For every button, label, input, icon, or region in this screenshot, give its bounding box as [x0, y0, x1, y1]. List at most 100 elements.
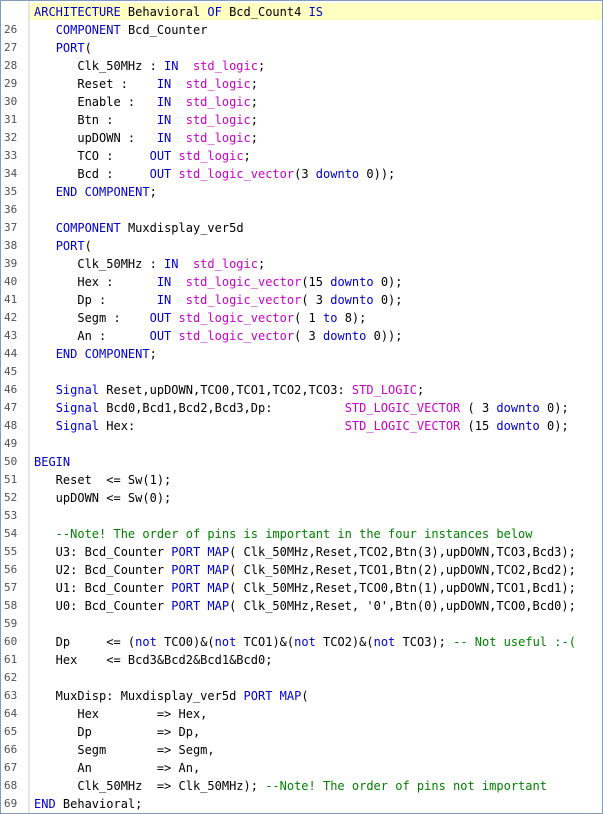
- code-text[interactable]: END Behavioral;: [34, 795, 142, 813]
- code-line[interactable]: 31 Btn : IN std_logic;: [1, 111, 602, 129]
- code-text[interactable]: upDOWN : IN std_logic;: [34, 129, 258, 147]
- code-line[interactable]: 40 Hex : IN std_logic_vector(15 downto 0…: [1, 273, 602, 291]
- code-line[interactable]: 41 Dp : IN std_logic_vector( 3 downto 0)…: [1, 291, 602, 309]
- code-text[interactable]: BEGIN: [34, 453, 70, 471]
- code-line[interactable]: 33 TCO : OUT std_logic;: [1, 147, 602, 165]
- code-line[interactable]: 42 Segm : OUT std_logic_vector( 1 to 8);: [1, 309, 602, 327]
- code-token-tx: ;: [257, 257, 266, 271]
- code-text[interactable]: MuxDisp: Muxdisplay_ver5d PORT MAP(: [34, 687, 309, 705]
- code-text[interactable]: END COMPONENT;: [34, 345, 157, 363]
- code-text[interactable]: U0: Bcd_Counter PORT MAP( Clk_50MHz,Rese…: [34, 597, 576, 615]
- code-text[interactable]: Hex => Hex,: [34, 705, 207, 723]
- code-line[interactable]: 67 An => An,: [1, 759, 602, 777]
- code-line[interactable]: 58 U0: Bcd_Counter PORT MAP( Clk_50MHz,R…: [1, 597, 602, 615]
- code-text[interactable]: PORT(: [34, 237, 92, 255]
- code-line[interactable]: ARCHITECTURE Behavioral OF Bcd_Count4 IS: [1, 3, 602, 21]
- code-text[interactable]: An => An,: [34, 759, 200, 777]
- code-text[interactable]: Signal Bcd0,Bcd1,Bcd2,Bcd3,Dp: STD_LOGIC…: [34, 399, 569, 417]
- code-token-tx: 0);: [373, 293, 403, 307]
- code-line[interactable]: 45: [1, 363, 602, 381]
- code-text[interactable]: Dp : IN std_logic_vector( 3 downto 0);: [34, 291, 403, 309]
- code-text[interactable]: U2: Bcd_Counter PORT MAP( Clk_50MHz,Rese…: [34, 561, 576, 579]
- code-token-kw: IN: [156, 275, 172, 289]
- code-text[interactable]: U1: Bcd_Counter PORT MAP( Clk_50MHz,Rese…: [34, 579, 576, 597]
- code-line[interactable]: 38 PORT(: [1, 237, 602, 255]
- code-text[interactable]: Signal Reset,upDOWN,TCO0,TCO1,TCO2,TCO3:…: [34, 381, 425, 399]
- code-line[interactable]: 47 Signal Bcd0,Bcd1,Bcd2,Bcd3,Dp: STD_LO…: [1, 399, 602, 417]
- code-line[interactable]: 37 COMPONENT Muxdisplay_ver5d: [1, 219, 602, 237]
- code-token-tx: (15: [301, 275, 331, 289]
- code-line[interactable]: 35 END COMPONENT;: [1, 183, 602, 201]
- code-token-tx: [34, 185, 56, 199]
- code-text[interactable]: Clk_50MHz : IN std_logic;: [34, 255, 265, 273]
- code-text[interactable]: PORT(: [34, 39, 92, 57]
- code-line[interactable]: 29 Reset : IN std_logic;: [1, 75, 602, 93]
- code-text[interactable]: U3: Bcd_Counter PORT MAP( Clk_50MHz,Rese…: [34, 543, 576, 561]
- code-line[interactable]: 28 Clk_50MHz : IN std_logic;: [1, 57, 602, 75]
- code-text[interactable]: Hex <= Bcd3&Bcd2&Bcd1&Bcd0;: [34, 651, 273, 669]
- code-line[interactable]: 59: [1, 615, 602, 633]
- code-text[interactable]: COMPONENT Muxdisplay_ver5d: [34, 219, 244, 237]
- line-number: 28: [4, 59, 18, 72]
- code-line[interactable]: 68 Clk_50MHz => Clk_50MHz); --Note! The …: [1, 777, 602, 795]
- code-text[interactable]: Clk_50MHz => Clk_50MHz); --Note! The ord…: [34, 777, 547, 795]
- code-text[interactable]: Btn : IN std_logic;: [34, 111, 258, 129]
- code-line[interactable]: 27 PORT(: [1, 39, 602, 57]
- code-text[interactable]: Reset : IN std_logic;: [34, 75, 258, 93]
- code-token-tx: Hex => Hex,: [34, 707, 208, 721]
- code-text[interactable]: ARCHITECTURE Behavioral OF Bcd_Count4 IS: [34, 3, 323, 21]
- code-line[interactable]: 44 END COMPONENT;: [1, 345, 602, 363]
- code-line[interactable]: 57 U1: Bcd_Counter PORT MAP( Clk_50MHz,R…: [1, 579, 602, 597]
- code-line[interactable]: 61 Hex <= Bcd3&Bcd2&Bcd1&Bcd0;: [1, 651, 602, 669]
- code-line[interactable]: 55 U3: Bcd_Counter PORT MAP( Clk_50MHz,R…: [1, 543, 602, 561]
- code-text[interactable]: TCO : OUT std_logic;: [34, 147, 250, 165]
- code-text[interactable]: Hex : IN std_logic_vector(15 downto 0);: [34, 273, 402, 291]
- code-line[interactable]: 66 Segm => Segm,: [1, 741, 602, 759]
- line-number: 57: [4, 581, 18, 594]
- code-line[interactable]: 43 An : OUT std_logic_vector( 3 downto 0…: [1, 327, 602, 345]
- code-text[interactable]: --Note! The order of pins is important i…: [34, 525, 533, 543]
- code-text[interactable]: An : OUT std_logic_vector( 3 downto 0));: [34, 327, 402, 345]
- code-text[interactable]: upDOWN <= Sw(0);: [34, 489, 172, 507]
- code-text[interactable]: Segm : OUT std_logic_vector( 1 to 8);: [34, 309, 366, 327]
- code-line[interactable]: 39 Clk_50MHz : IN std_logic;: [1, 255, 602, 273]
- code-line[interactable]: 54 --Note! The order of pins is importan…: [1, 525, 602, 543]
- code-line[interactable]: 48 Signal Hex: STD_LOGIC_VECTOR (15 down…: [1, 417, 602, 435]
- code-text[interactable]: Signal Hex: STD_LOGIC_VECTOR (15 downto …: [34, 417, 569, 435]
- code-token-kw: END COMPONENT: [55, 185, 150, 199]
- code-line[interactable]: 65 Dp => Dp,: [1, 723, 602, 741]
- code-line[interactable]: 46 Signal Reset,upDOWN,TCO0,TCO1,TCO2,TC…: [1, 381, 602, 399]
- code-text[interactable]: Enable : IN std_logic;: [34, 93, 258, 111]
- code-text[interactable]: END COMPONENT;: [34, 183, 157, 201]
- code-line[interactable]: 26 COMPONENT Bcd_Counter: [1, 21, 602, 39]
- code-line[interactable]: 51 Reset <= Sw(1);: [1, 471, 602, 489]
- code-text[interactable]: Bcd : OUT std_logic_vector(3 downto 0));: [34, 165, 395, 183]
- code-text[interactable]: Dp => Dp,: [34, 723, 200, 741]
- code-token-tx: [171, 149, 178, 163]
- code-line[interactable]: 60 Dp <= (not TCO0)&(not TCO1)&(not TCO2…: [1, 633, 602, 651]
- code-token-kw: END: [34, 797, 56, 811]
- code-line[interactable]: 63 MuxDisp: Muxdisplay_ver5d PORT MAP(: [1, 687, 602, 705]
- code-line[interactable]: 53: [1, 507, 602, 525]
- code-token-tx: [171, 167, 178, 181]
- code-line[interactable]: 36: [1, 201, 602, 219]
- code-line[interactable]: 56 U2: Bcd_Counter PORT MAP( Clk_50MHz,R…: [1, 561, 602, 579]
- code-text[interactable]: COMPONENT Bcd_Counter: [34, 21, 208, 39]
- code-line[interactable]: 30 Enable : IN std_logic;: [1, 93, 602, 111]
- code-line[interactable]: 62: [1, 669, 602, 687]
- code-text[interactable]: Reset <= Sw(1);: [34, 471, 172, 489]
- code-line[interactable]: 34 Bcd : OUT std_logic_vector(3 downto 0…: [1, 165, 602, 183]
- code-line[interactable]: 32 upDOWN : IN std_logic;: [1, 129, 602, 147]
- code-line[interactable]: 52 upDOWN <= Sw(0);: [1, 489, 602, 507]
- line-number: 42: [4, 311, 18, 324]
- line-number: 68: [4, 779, 18, 792]
- code-text[interactable]: Clk_50MHz : IN std_logic;: [34, 57, 265, 75]
- code-token-ty: std_logic: [185, 77, 251, 91]
- code-text[interactable]: Segm => Segm,: [34, 741, 214, 759]
- code-line[interactable]: 64 Hex => Hex,: [1, 705, 602, 723]
- code-line[interactable]: 49: [1, 435, 602, 453]
- code-text[interactable]: Dp <= (not TCO0)&(not TCO1)&(not TCO2)&(…: [34, 633, 576, 651]
